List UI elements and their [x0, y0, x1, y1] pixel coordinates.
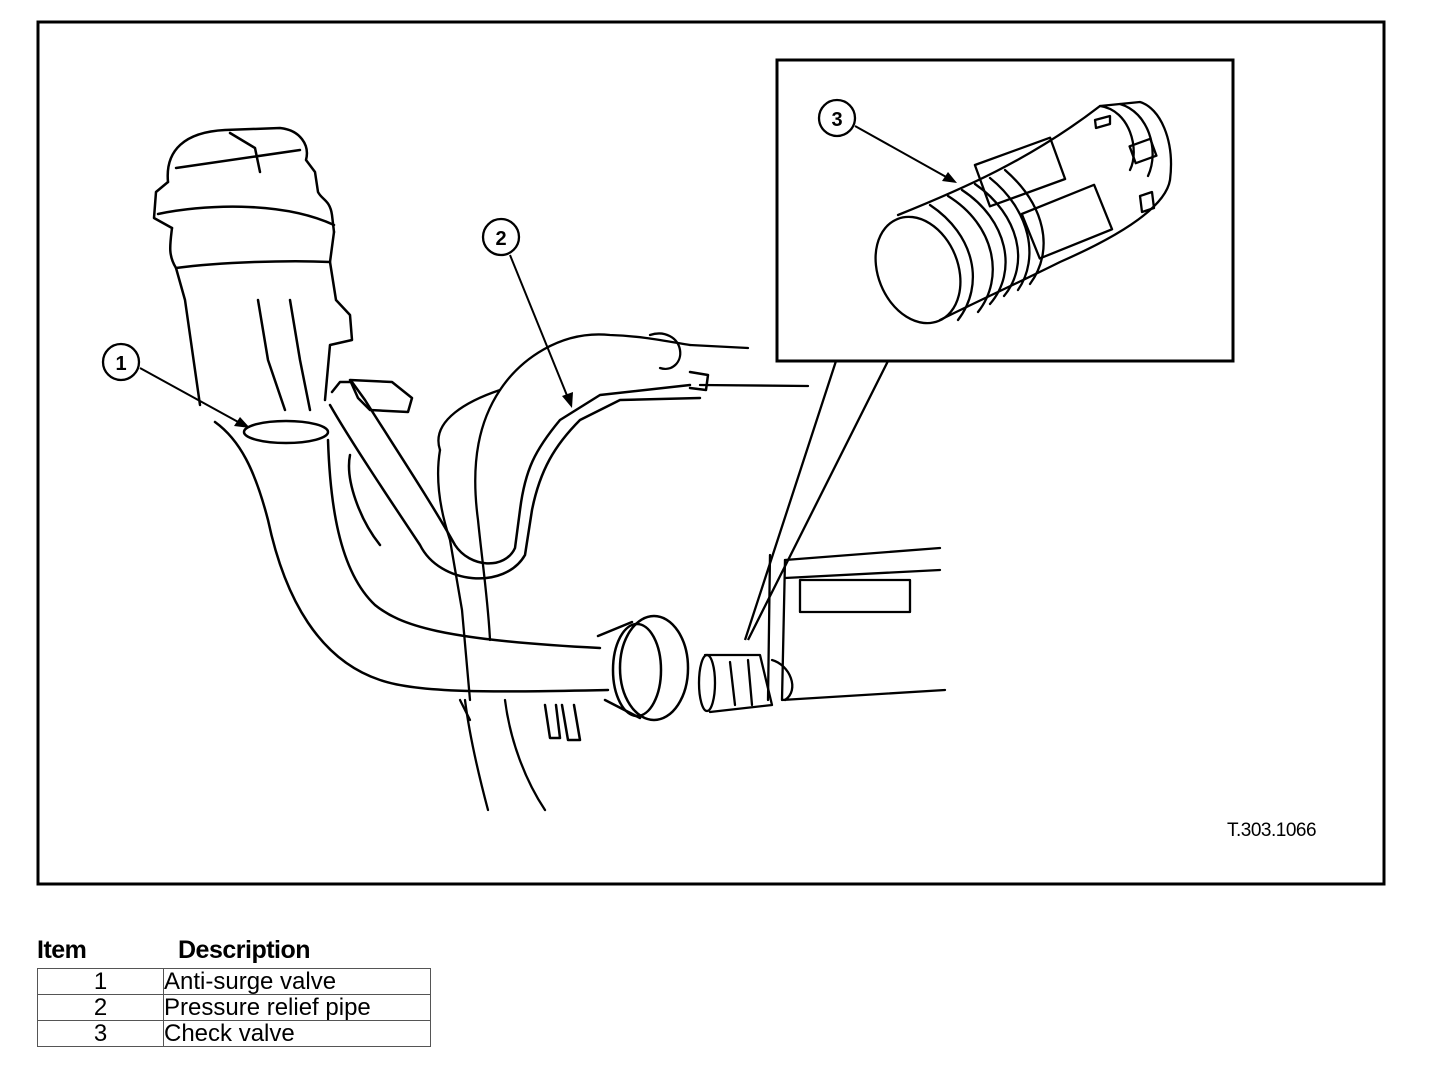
callout-1-circle — [101, 342, 141, 382]
legend-item-number: 1 — [37, 968, 164, 995]
callout-3-number: 3 — [831, 109, 842, 131]
legend-header-description: Description — [178, 936, 311, 964]
table-row: 2 Pressure relief pipe — [37, 994, 431, 1021]
legend-item-description: Check valve — [163, 1020, 431, 1047]
callout-1-number: 1 — [115, 353, 126, 375]
fuel-tank — [436, 332, 947, 812]
callout-1: 1 — [101, 342, 250, 428]
figure-code: T.303.1066 — [1227, 820, 1316, 841]
callout-2-number: 2 — [495, 228, 506, 250]
callout-2-circle — [481, 217, 521, 257]
detail-inset-frame — [775, 58, 1235, 363]
table-row: 3 Check valve — [37, 1020, 431, 1047]
pressure-relief-pipe — [328, 370, 710, 580]
callout-2: 2 — [481, 217, 573, 408]
legend-header: Item Description — [37, 936, 437, 966]
table-row: 1 Anti-surge valve — [37, 968, 431, 995]
inset-pointer-lines — [743, 360, 890, 641]
figure-frame — [36, 20, 1386, 886]
legend-item-description: Pressure relief pipe — [163, 994, 431, 1021]
callout-3: 3 — [817, 98, 957, 183]
legend-item-description: Anti-surge valve — [163, 968, 431, 995]
callout-3-circle — [817, 98, 857, 138]
check-valve-detail — [874, 100, 1173, 325]
legend-header-item: Item — [37, 936, 87, 964]
filler-neck — [152, 126, 690, 742]
legend-table: 1 Anti-surge valve 2 Pressure relief pip… — [37, 968, 431, 1047]
legend-item-number: 3 — [37, 1020, 164, 1047]
anti-surge-valve-opening — [242, 419, 330, 445]
legend-item-number: 2 — [37, 994, 164, 1021]
legend: Item Description 1 Anti-surge valve 2 Pr… — [37, 936, 437, 1047]
